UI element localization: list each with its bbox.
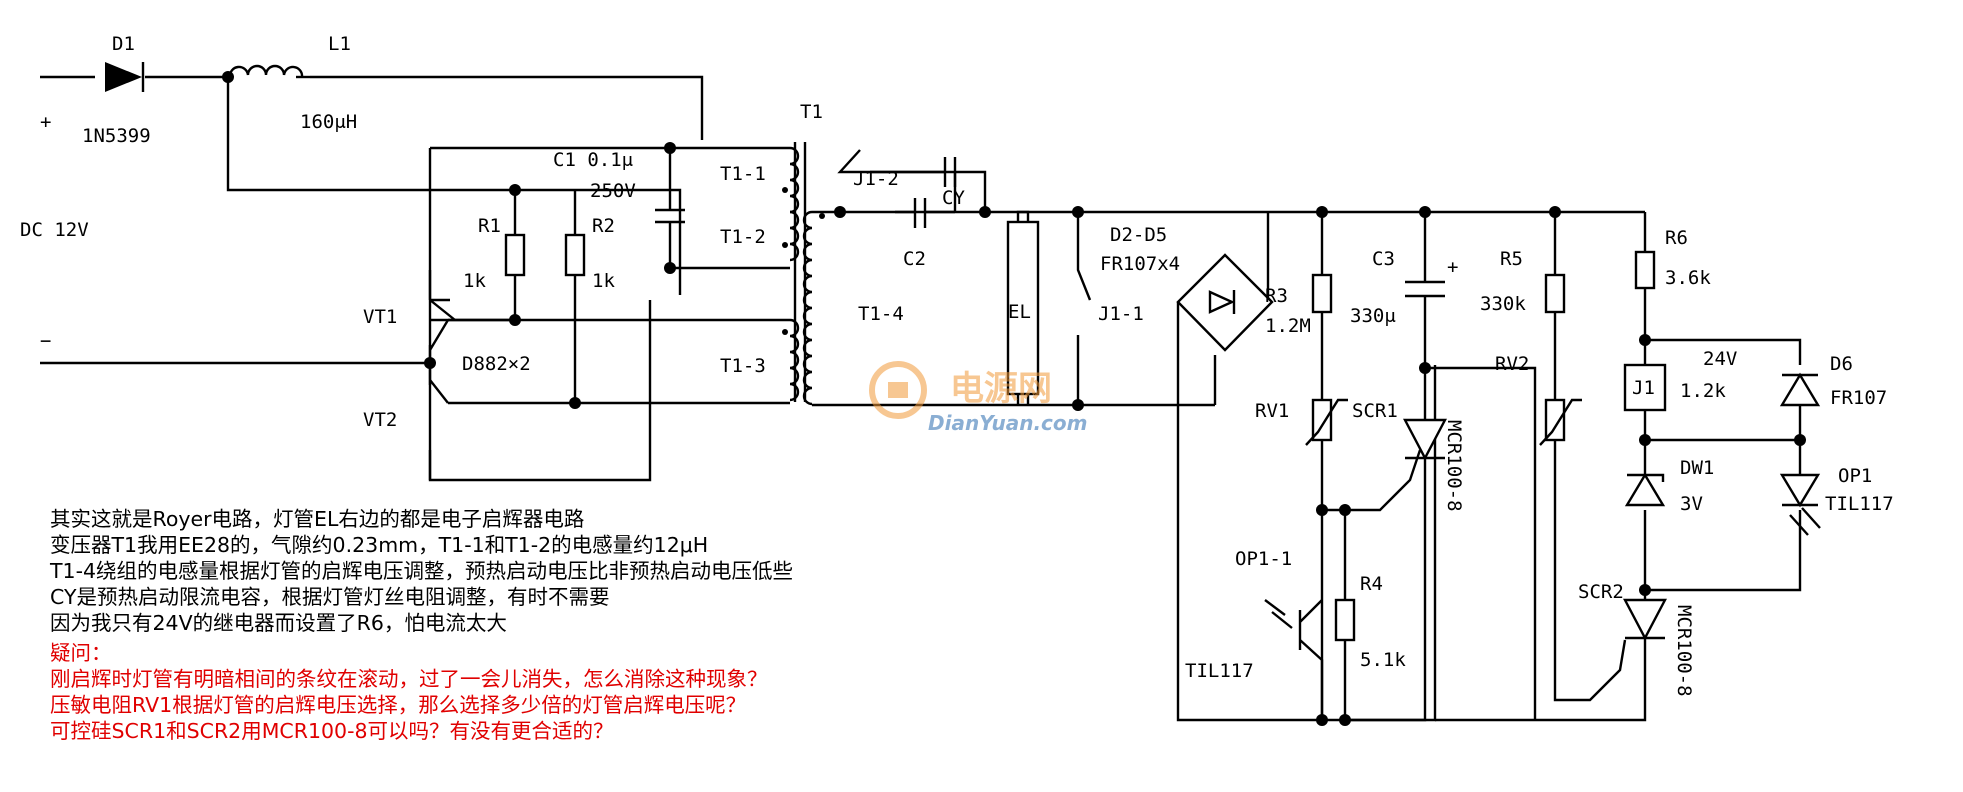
t1-2-label: T1-2 xyxy=(720,226,766,248)
j1-label: J1 xyxy=(1632,377,1655,399)
d2-d5-label: D2-D5 xyxy=(1110,224,1167,246)
dc-label: DC 12V xyxy=(20,219,89,241)
l1-label: L1 xyxy=(328,33,351,55)
l1-value-label: 160μH xyxy=(300,111,357,133)
resistor-r6 xyxy=(1634,250,1656,290)
j1-2-label: J1-2 xyxy=(853,168,899,190)
scr2-label: SCR2 xyxy=(1578,581,1624,603)
starter-circuit xyxy=(1264,206,1821,726)
question-line: 可控硅SCR1和SCR2用MCR100-8可以吗？有没有更合适的？ xyxy=(50,719,614,743)
r6-value-label: 3.6k xyxy=(1665,267,1711,289)
inductor-l1 xyxy=(228,64,304,78)
v24-label: 24V xyxy=(1703,348,1737,370)
c2-label: C2 xyxy=(903,248,926,270)
t1-4-label: T1-4 xyxy=(858,303,904,325)
d6-label: D6 xyxy=(1830,353,1853,375)
r2-label: R2 xyxy=(592,215,615,237)
watermark-url: DianYuan.com xyxy=(928,411,1087,435)
r1-value-label: 1k xyxy=(463,270,486,292)
relay-j1 xyxy=(1623,363,1667,412)
d882-label: D882×2 xyxy=(462,353,531,375)
diode-d6 xyxy=(1779,372,1821,407)
resistor-r3 xyxy=(1311,273,1333,314)
vt1-label: VT1 xyxy=(363,306,397,328)
questions-block: 疑问： 刚启辉时灯管有明暗相间的条纹在滚动，过了一会儿消失，怎么消除这种现象？ … xyxy=(50,640,768,744)
question-heading: 疑问： xyxy=(50,641,112,665)
r4-value-label: 5.1k xyxy=(1360,649,1406,671)
scr1-part-label: MCR100-8 xyxy=(1443,420,1465,512)
d1-label: D1 xyxy=(112,33,135,55)
minus-label: − xyxy=(40,330,51,352)
c1-label: C1 0.1μ xyxy=(553,149,633,171)
question-line: 压敏电阻RV1根据灯管的启辉电压选择，那么选择多少倍的灯管启辉电压呢？ xyxy=(50,693,747,717)
note-line: T1-4绕组的电感量根据灯管的启辉电压调整，预热启动电压比非预热启动电压低些 xyxy=(50,559,794,583)
note-line: CY是预热启动限流电容，根据灯管灯丝电阻调整，有时不需要 xyxy=(50,585,610,609)
scr2 xyxy=(1623,598,1667,641)
resistor-r5 xyxy=(1544,273,1566,314)
varistor-rv1 xyxy=(1311,398,1333,442)
transformer-t1 xyxy=(782,142,825,406)
component-labels: + − DC 12V D1 1N5399 L1 160μH T1 T1-1 T1… xyxy=(20,33,1894,697)
diode-d1 xyxy=(105,62,142,92)
d1-part-label: 1N5399 xyxy=(82,125,151,147)
question-line: 刚启辉时灯管有明暗相间的条纹在滚动，过了一会儿消失，怎么消除这种现象？ xyxy=(50,667,768,691)
royer-oscillator xyxy=(40,142,790,482)
r4-label: R4 xyxy=(1360,573,1383,595)
resistor-r2 xyxy=(564,233,586,277)
watermark-brand: 电源网 xyxy=(950,369,1052,409)
scr2-part-label: MCR100-8 xyxy=(1673,605,1695,697)
fr107x4-label: FR107x4 xyxy=(1100,253,1180,275)
op1-label: OP1 xyxy=(1838,465,1872,487)
c1-voltage-label: 250V xyxy=(590,180,636,202)
op1-1-part-label: TIL117 xyxy=(1185,660,1254,682)
rv2-label: RV2 xyxy=(1495,353,1529,375)
r3-label: R3 xyxy=(1265,285,1288,307)
r6-label: R6 xyxy=(1665,227,1688,249)
resistor-r4 xyxy=(1334,598,1356,642)
notes-block: 其实这就是Royer电路，灯管EL右边的都是电子启辉器电路 变压器T1我用EE2… xyxy=(50,506,793,636)
c3-plus-label: + xyxy=(1447,256,1458,278)
vt2-label: VT2 xyxy=(363,409,397,431)
j1-1-label: J1-1 xyxy=(1098,303,1144,325)
led-op1 xyxy=(1779,473,1821,508)
lamp-el xyxy=(1006,220,1040,396)
r5-value-label: 330k xyxy=(1480,293,1526,315)
op1-part-label: TIL117 xyxy=(1825,493,1894,515)
watermark: 电源网 DianYuan.com xyxy=(858,356,1168,438)
c3-label: C3 xyxy=(1372,248,1395,270)
note-line: 其实这就是Royer电路，灯管EL右边的都是电子启辉器电路 xyxy=(50,507,585,531)
j1-value-label: 1.2k xyxy=(1680,380,1726,402)
scr1-label: SCR1 xyxy=(1352,400,1398,422)
watermark-logo-icon xyxy=(869,361,927,419)
r5-label: R5 xyxy=(1500,248,1523,270)
input-stage xyxy=(40,62,704,295)
r3-value-label: 1.2M xyxy=(1265,315,1311,337)
rv1-label: RV1 xyxy=(1255,400,1289,422)
dw1-label: DW1 xyxy=(1680,457,1714,479)
dw1-value-label: 3V xyxy=(1680,493,1703,515)
t1-1-label: T1-1 xyxy=(720,163,766,185)
fr107-label: FR107 xyxy=(1830,387,1887,409)
op1-1-label: OP1-1 xyxy=(1235,548,1292,570)
note-line: 变压器T1我用EE28的，气隙约0.23mm，T1-1和T1-2的电感量约12μ… xyxy=(50,533,709,557)
r2-value-label: 1k xyxy=(592,270,615,292)
cy-label: CY xyxy=(942,187,965,209)
scr1 xyxy=(1403,418,1447,461)
t1-label: T1 xyxy=(800,101,823,123)
r1-label: R1 xyxy=(478,215,501,237)
t1-3-label: T1-3 xyxy=(720,355,766,377)
plus-label: + xyxy=(40,111,51,133)
varistor-rv2 xyxy=(1544,398,1566,442)
zener-dw1 xyxy=(1624,472,1666,507)
c3-value-label: 330μ xyxy=(1350,305,1396,327)
resistor-r1 xyxy=(504,233,526,277)
note-line: 因为我只有24V的继电器而设置了R6，怕电流太大 xyxy=(50,611,507,635)
el-label: EL xyxy=(1008,301,1031,323)
